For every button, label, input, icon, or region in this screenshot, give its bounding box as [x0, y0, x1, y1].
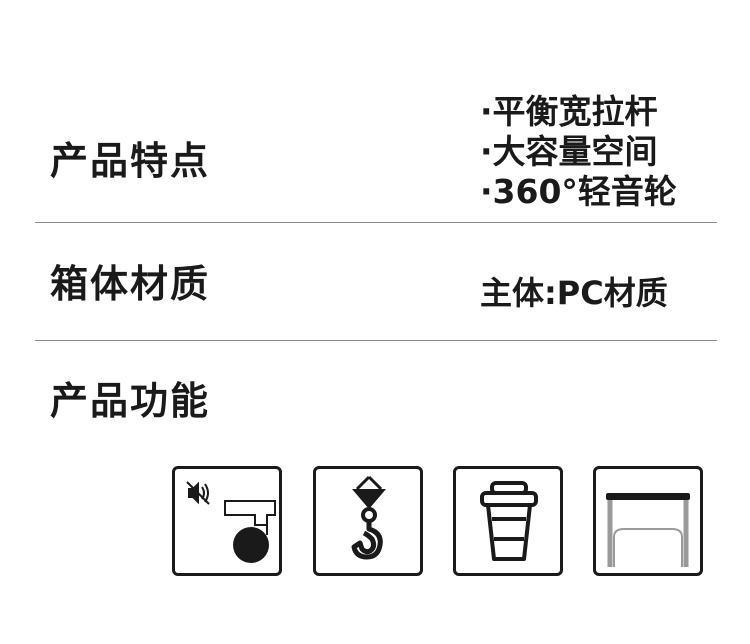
features-title: 产品特点 [50, 139, 211, 183]
feature-item-handle: ·平衡宽拉杆 [480, 92, 658, 131]
feature-item-wheel: ·360°轻音轮 [480, 172, 677, 211]
material-value: 主体:PC材质 [480, 274, 668, 312]
silent-wheel-icon [172, 466, 282, 576]
feature-item-capacity: ·大容量空间 [480, 132, 658, 171]
feature-list: ·平衡宽拉杆 ·大容量空间 ·360°轻音轮 [480, 92, 677, 212]
divider-2 [35, 340, 717, 341]
silent-wheel-icon-graphic [186, 481, 276, 563]
cup-holder-icon-graphic [480, 481, 538, 561]
cup-holder-icon [453, 466, 563, 576]
hook-icon-graphic [351, 475, 386, 560]
wide-handle-icon-graphic [606, 493, 690, 567]
functions-title: 产品功能 [50, 379, 211, 423]
wide-handle-icon [593, 466, 703, 576]
divider-1 [35, 222, 717, 223]
material-title: 箱体材质 [50, 262, 211, 306]
hook-icon [313, 466, 423, 576]
